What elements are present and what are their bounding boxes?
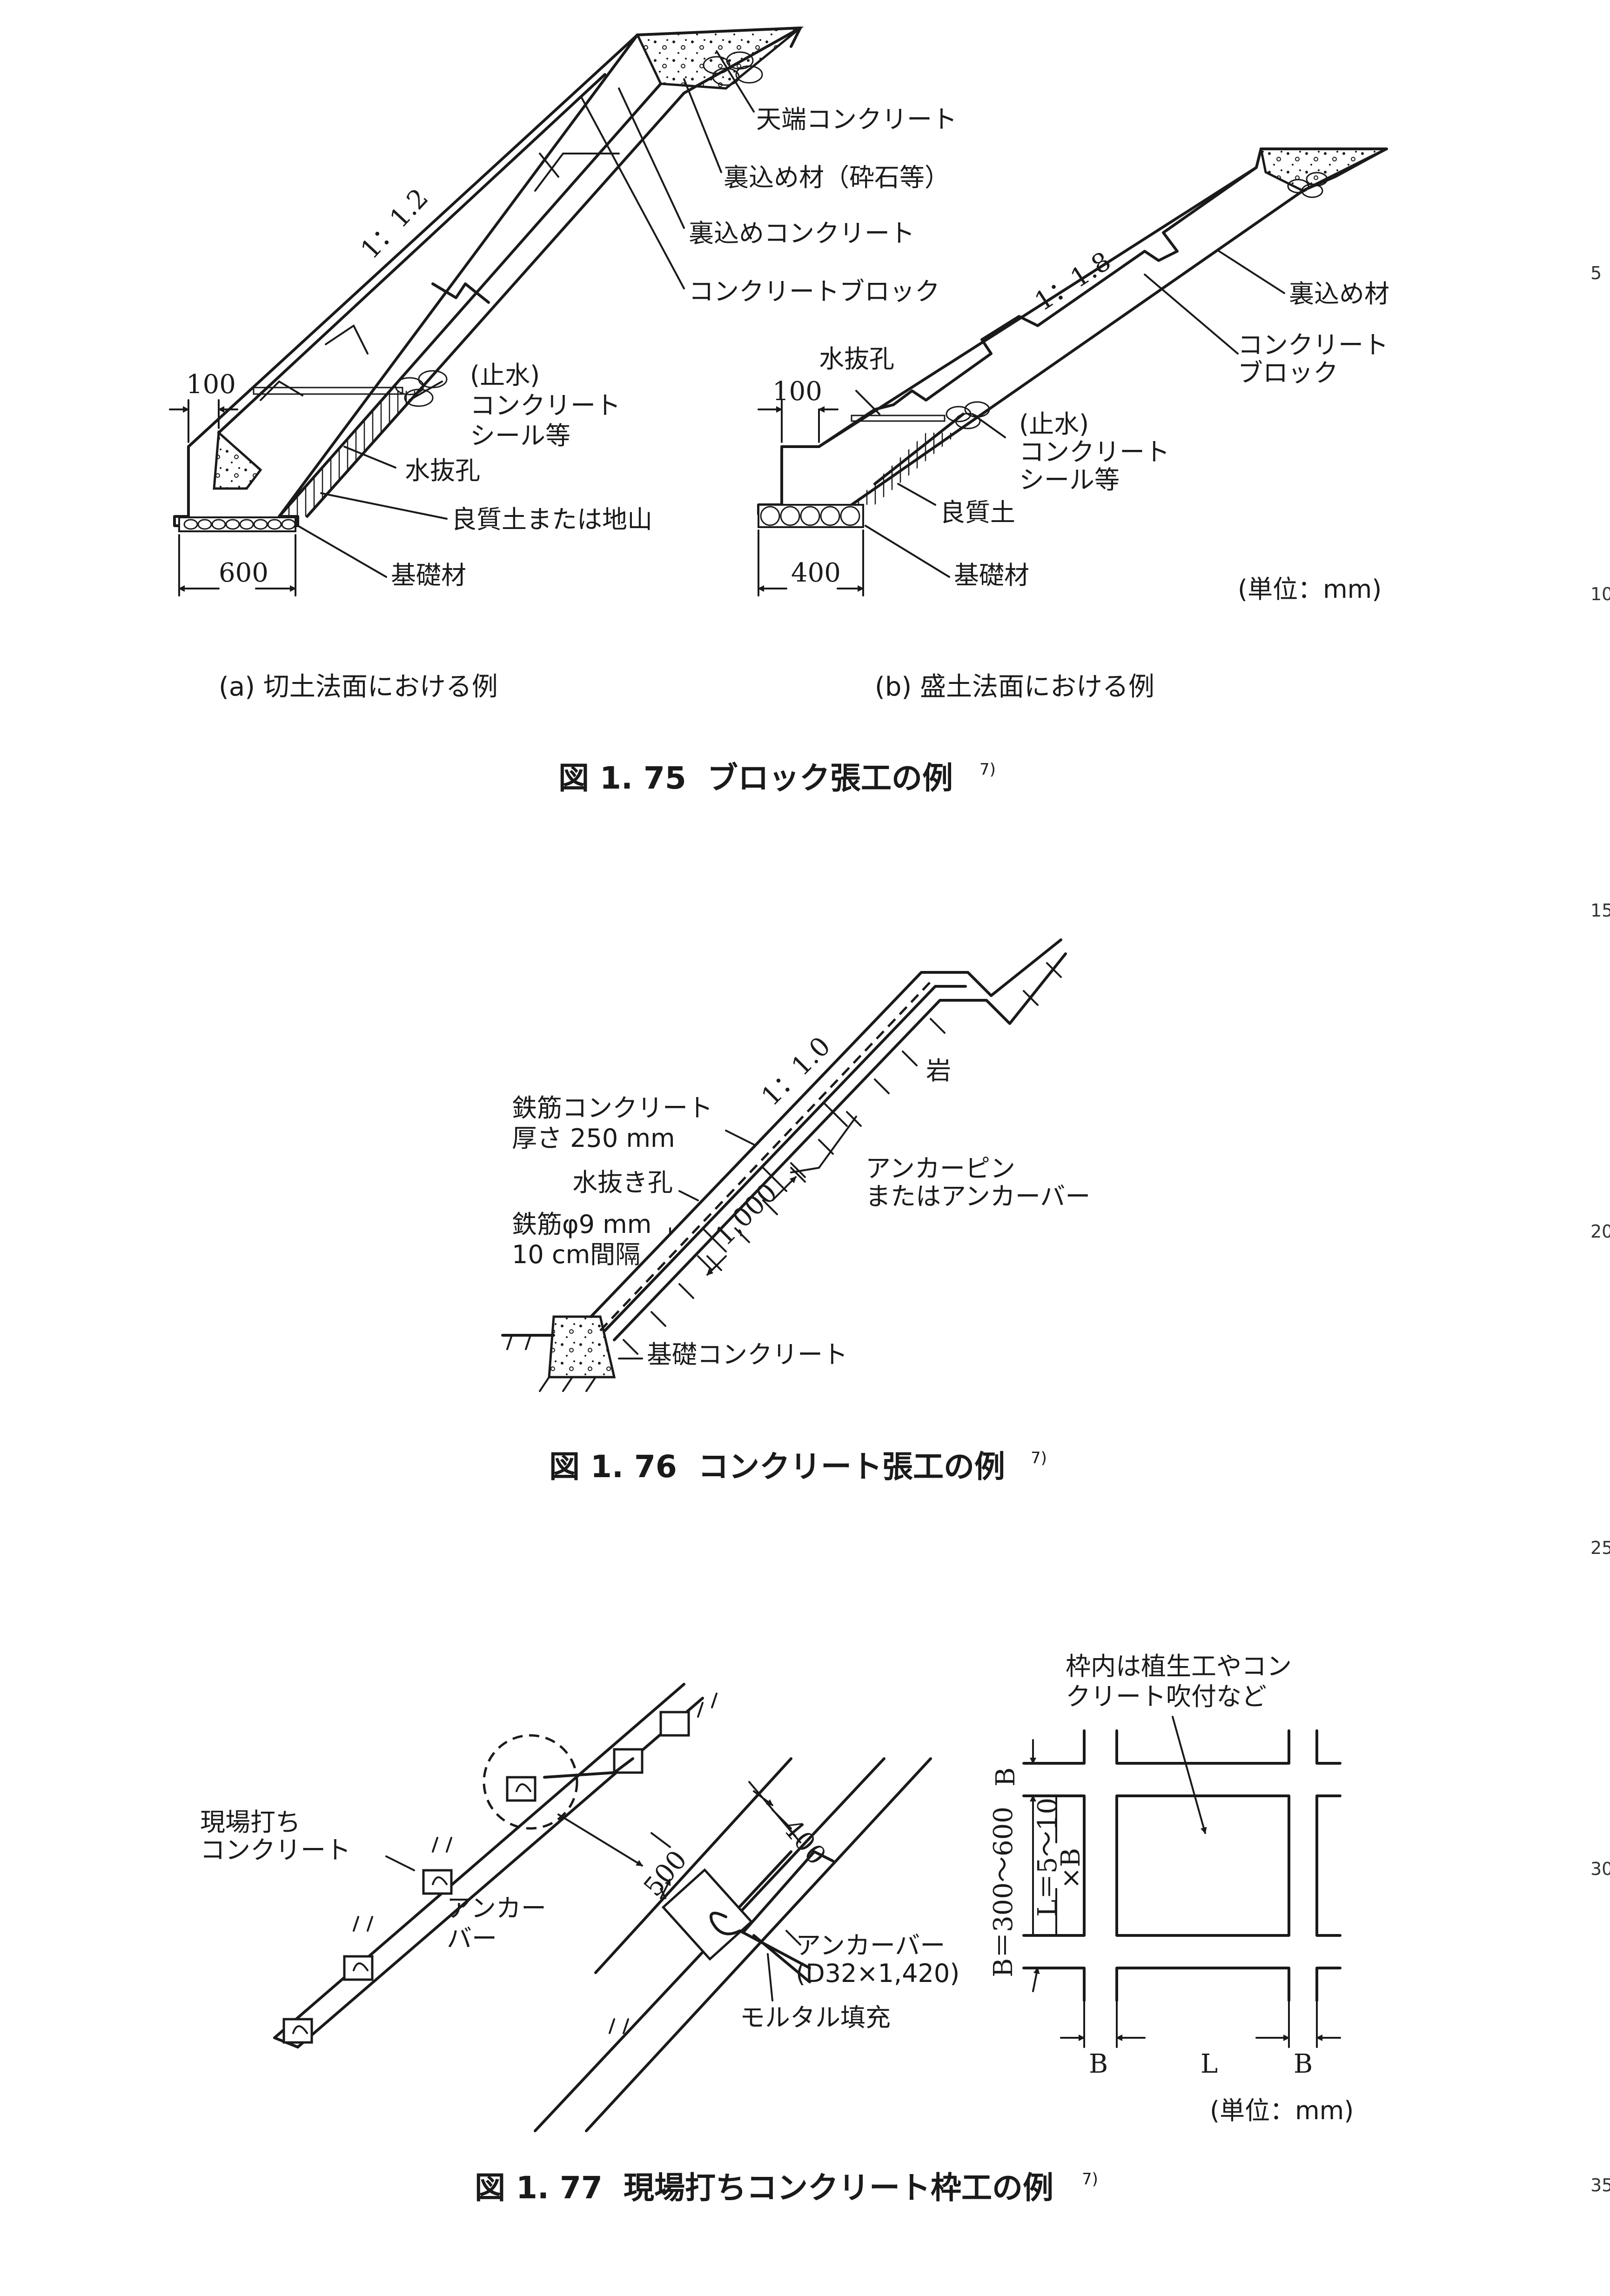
label-backfill-material: 裏込め材（砕石等） [724, 163, 950, 192]
line-number-5: 5 [1590, 263, 1602, 283]
figure-177-section-drawing [273, 1683, 718, 2048]
label-good-soil-b: 良質土 [940, 498, 1015, 527]
label-anchor-1: アンカーピン [865, 1154, 1015, 1183]
unit-177: (単位：mm) [1210, 2096, 1354, 2125]
label-l-range-2: ×B [1056, 1848, 1086, 1889]
line-number-30: 30 [1590, 1859, 1610, 1879]
caption-175: 図 1. 75 ブロック張工の例 7) [558, 760, 996, 796]
label-good-soil-a: 良質土または地山 [451, 505, 652, 534]
label-weep-hole-b: 水抜孔 [819, 344, 894, 374]
label-rebar-2: 10 cm間隔 [512, 1240, 640, 1269]
label-weep-hole-176: 水抜き孔 [572, 1168, 673, 1197]
figure-175b-drawing [757, 147, 1388, 596]
caption-176-text: コンクリート張工の例 [698, 1449, 1005, 1485]
slope-ratio-a: 1：1.2 [355, 183, 435, 265]
label-frame-note-2: クリート吹付など [1066, 1682, 1267, 1711]
label-bottom-l: L [1201, 2049, 1218, 2079]
figure-177-plan-drawing [1022, 1716, 1342, 2048]
label-b-range: B＝300～600 [988, 1807, 1019, 1977]
label-frame-note-1: 枠内は植生工やコン [1066, 1652, 1292, 1681]
unit-175: (単位：mm) [1238, 575, 1382, 604]
caption-177-number: 図 1. 77 [475, 2170, 603, 2206]
subcaption-a: (a) 切土法面における例 [219, 672, 498, 702]
line-number-20: 20 [1590, 1221, 1610, 1242]
line-number-10: 10 [1590, 584, 1610, 604]
dim-top-b: 100 [772, 376, 822, 407]
subcaption-b: (b) 盛土法面における例 [875, 672, 1154, 702]
caption-177: 図 1. 77 現場打ちコンクリート枠工の例 7) [475, 2170, 1098, 2206]
label-rc-1: 鉄筋コンクリート [512, 1093, 713, 1123]
figure-176-drawing [501, 938, 1067, 1392]
caption-175-text: ブロック張工の例 [707, 760, 953, 796]
figure-175b-labels: 1：1.8 裏込め材 コンクリート ブロック 水抜孔 (止水) コンクリート シ… [772, 246, 1389, 702]
caption-177-text: 現場打ちコンクリート枠工の例 [624, 2170, 1053, 2206]
caption-176-ref: 7) [1031, 1449, 1047, 1467]
label-rock: 岩 [926, 1056, 951, 1085]
backfill-stones-b [1287, 172, 1328, 198]
label-anchor-bar-2: (D32×1,420) [796, 1959, 959, 1988]
line-number-25: 25 [1590, 1538, 1610, 1558]
label-l-range-1: L＝5～10 [1033, 1798, 1063, 1917]
label-foundation-a: 基礎材 [391, 561, 466, 590]
label-anchor-bar-left-2: バー [447, 1924, 497, 1953]
label-anchor-2: またはアンカーバー [865, 1182, 1090, 1211]
label-cast-in-place-2: コンクリート [200, 1835, 351, 1865]
label-weep-hole-a: 水抜孔 [405, 456, 480, 485]
label-waterstop-b-3: シール等 [1019, 465, 1120, 495]
label-rc-2: 厚さ 250 mm [512, 1124, 675, 1153]
label-anchor-bar-1: アンカーバー [796, 1931, 945, 1960]
backfill-stones-a [703, 51, 763, 86]
label-bottom-b1: B [1089, 2049, 1108, 2079]
figure-175a-labels: 1：1.2 天端コンクリート 裏込め材（砕石等） 裏込めコンクリート コンクリー… [186, 105, 957, 702]
label-block-b-1: コンクリート [1238, 330, 1389, 360]
label-bottom-b2: B [1294, 2049, 1313, 2079]
rock-hatch [506, 962, 1062, 1392]
caption-175-ref: 7) [979, 760, 996, 779]
foundation-pebbles-b [760, 506, 860, 526]
line-numbers: 5 10 15 20 25 30 35 [1590, 263, 1610, 2196]
caption-175-number: 図 1. 75 [558, 760, 686, 796]
label-cast-in-place-1: 現場打ち [200, 1807, 301, 1837]
foundation-pebbles-a [183, 519, 296, 530]
frame-beams [282, 1711, 690, 2044]
label-foundation-b: 基礎材 [954, 561, 1029, 590]
label-concrete-block-a: コンクリートブロック [689, 277, 940, 306]
label-backfill-concrete: 裏込めコンクリート [689, 219, 915, 248]
caption-176-number: 図 1. 76 [549, 1449, 677, 1485]
label-waterstop-b-2: コンクリート [1019, 437, 1170, 467]
label-rebar-1: 鉄筋φ9 mm [512, 1210, 651, 1239]
label-foundation-176: 基礎コンクリート [647, 1340, 848, 1369]
label-block-b-2: ブロック [1238, 358, 1338, 388]
dim-base-b: 400 [791, 558, 841, 588]
label-b-top: B [991, 1767, 1021, 1787]
label-mortar: モルタル填充 [740, 2003, 891, 2032]
figure-175a-drawing [169, 27, 804, 596]
label-anchor-bar-left-1: アンカー [447, 1894, 546, 1923]
figure-177-plan-labels: 枠内は植生工やコン クリート吹付など B B＝300～600 L＝5～10 ×B… [988, 1652, 1354, 2125]
dim-base-a: 600 [219, 558, 268, 588]
label-waterstop-a-1: (止水) [470, 361, 540, 390]
caption-176: 図 1. 76 コンクリート張工の例 7) [549, 1449, 1047, 1485]
figure-177-left-labels: 現場打ち コンクリート アンカー バー 500 400 アンカーバー (D32×… [200, 1807, 959, 2032]
dim-top-a: 100 [186, 369, 236, 400]
caption-177-ref: 7) [1082, 2170, 1098, 2189]
line-number-35: 35 [1590, 2175, 1610, 2196]
label-waterstop-b-1: (止水) [1019, 409, 1089, 439]
label-waterstop-a-3: シール等 [470, 421, 570, 450]
line-number-15: 15 [1590, 900, 1610, 921]
figure-177-detail-drawing [534, 1757, 932, 2132]
label-waterstop-a-2: コンクリート [470, 391, 621, 420]
label-crown-concrete: 天端コンクリート [756, 105, 957, 134]
label-backfill-b: 裏込め材 [1289, 279, 1389, 308]
